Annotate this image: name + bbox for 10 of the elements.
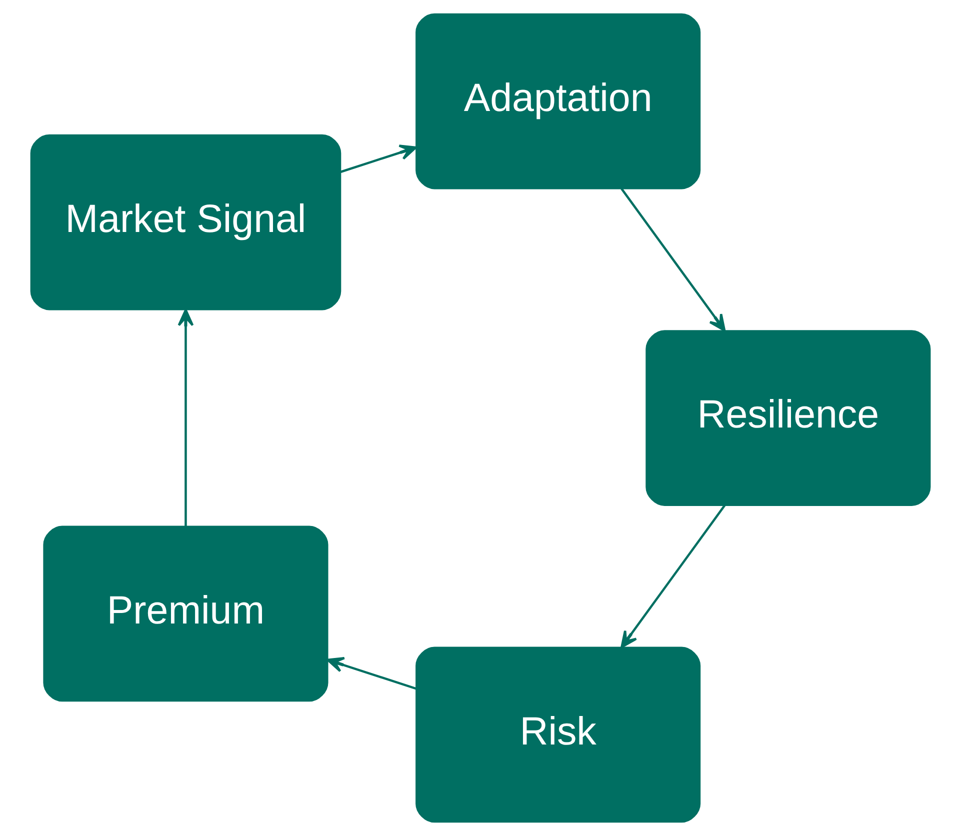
node-box: Premium [43,526,328,702]
arrow [326,656,417,690]
node-box: Risk [416,646,701,823]
arrow [178,308,194,526]
node-box: Adaptation [416,13,701,190]
arrow [620,504,726,648]
node-box: Market Signal [30,134,342,310]
arrow [340,144,417,174]
arrow [620,188,726,332]
node-box: Resilience [646,330,931,506]
